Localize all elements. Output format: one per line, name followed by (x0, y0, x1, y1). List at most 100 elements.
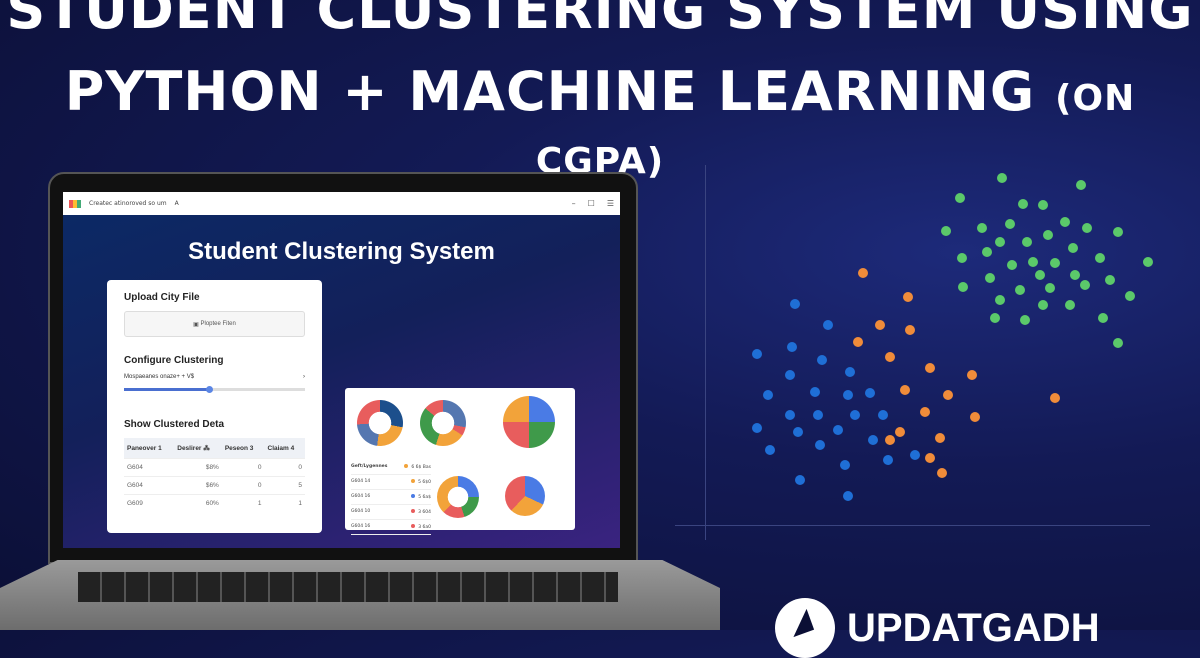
scatter-point-orange (905, 325, 915, 335)
scatter-point-green (1050, 258, 1060, 268)
headline-line-1: STUDENT CLUSTERING SYSTEM USING (6, 0, 1194, 41)
control-card: Upload City File ▣ Ploptee Fiten Configu… (107, 280, 322, 533)
config-option-label: Mospaeanes onaze+ + V$ (124, 374, 195, 380)
file-icon: ▣ (193, 321, 201, 328)
laptop-screen: Createc atinoroved so um A – ☐ ☰ Student… (63, 192, 620, 548)
cell: 0 (221, 476, 265, 495)
font-icon: A (174, 200, 179, 207)
brand-name: UPDATGADH (847, 605, 1100, 650)
scatter-point-green (957, 253, 967, 263)
scatter-point-green (1045, 283, 1055, 293)
scatter-point-blue (868, 435, 878, 445)
col-header: Paneover 1 (124, 438, 175, 459)
scatter-point-green (1038, 300, 1048, 310)
scatter-point-green (1015, 285, 1025, 295)
scatter-point-orange (885, 352, 895, 362)
scatter-point-green (990, 313, 1000, 323)
scatter-point-blue (878, 410, 888, 420)
scatter-point-blue (843, 390, 853, 400)
scatter-point-green (1035, 270, 1045, 280)
scatter-point-green (1098, 313, 1108, 323)
scatter-point-blue (795, 475, 805, 485)
scatter-point-green (982, 247, 992, 257)
headline-line-2: PYTHON + MACHINE LEARNING (ON CGPA) (0, 60, 1200, 186)
scatter-point-orange (1050, 393, 1060, 403)
scatter-point-green (1065, 300, 1075, 310)
scatter-point-green (1076, 180, 1086, 190)
scatter-x-axis (675, 525, 1150, 526)
app-title: Student Clustering System (188, 238, 495, 265)
scatter-point-blue (843, 491, 853, 501)
scatter-point-blue (865, 388, 875, 398)
scatter-point-green (1082, 223, 1092, 233)
scatter-point-blue (850, 410, 860, 420)
donut-chart (437, 476, 479, 518)
cell: 5 (264, 476, 305, 495)
scatter-point-green (1038, 200, 1048, 210)
cluster-slider[interactable] (124, 386, 305, 393)
cell: 0 (264, 458, 305, 477)
scatter-point-blue (840, 460, 850, 470)
scatter-point-orange (875, 320, 885, 330)
scatter-point-blue (823, 320, 833, 330)
scatter-point-green (1080, 280, 1090, 290)
scatter-point-orange (858, 268, 868, 278)
scatter-point-orange (853, 337, 863, 347)
app-logo-icon (69, 199, 81, 208)
scatter-point-orange (925, 453, 935, 463)
window-titlebar: Createc atinoroved so um A – ☐ ☰ (63, 192, 620, 215)
config-option[interactable]: Mospaeanes onaze+ + V$› (124, 374, 305, 380)
maximize-icon[interactable]: ☐ (587, 199, 595, 208)
donut-chart (357, 400, 403, 446)
scatter-point-green (1005, 219, 1015, 229)
upload-label: Ploptee Fiten (200, 321, 236, 327)
scatter-point-green (955, 193, 965, 203)
scatter-point-green (1113, 338, 1123, 348)
col-header: Claiam 4 (264, 438, 305, 459)
cell: $6% (174, 476, 222, 495)
upload-button[interactable]: ▣ Ploptee Fiten (124, 311, 305, 337)
cell: G604 (124, 458, 175, 477)
scatter-point-blue (813, 410, 823, 420)
scatter-point-green (1068, 243, 1078, 253)
keyboard (78, 572, 618, 602)
scatter-point-green (1125, 291, 1135, 301)
scatter-point-green (977, 223, 987, 233)
brand-logo-icon (775, 598, 835, 658)
scatter-point-orange (900, 385, 910, 395)
slider-knob[interactable] (206, 386, 214, 393)
scatter-point-green (1143, 257, 1153, 267)
upload-heading: Upload City File (124, 292, 200, 303)
scatter-point-green (1070, 270, 1080, 280)
window-title: Createc atinoroved so um (89, 200, 167, 207)
brand: UPDATGADH (775, 598, 1100, 658)
cell: 1 (221, 494, 265, 512)
cell: G609 (124, 494, 175, 512)
scatter-point-green (1022, 237, 1032, 247)
scatter-point-green (985, 273, 995, 283)
scatter-point-green (1028, 257, 1038, 267)
pie-chart (503, 396, 555, 448)
scatter-point-orange (920, 407, 930, 417)
pie-chart (505, 476, 545, 516)
scatter-point-green (958, 282, 968, 292)
cell: G604 (124, 476, 175, 495)
scatter-point-blue (810, 387, 820, 397)
col-header: Deslirer ⁂ (174, 438, 222, 459)
menu-icon[interactable]: ☰ (606, 199, 614, 208)
scatter-y-axis (705, 165, 706, 540)
scatter-point-blue (833, 425, 843, 435)
scatter-point-green (1018, 199, 1028, 209)
cell: 0 (221, 458, 265, 477)
minimize-icon[interactable]: – (571, 199, 576, 208)
scatter-point-orange (935, 433, 945, 443)
scatter-point-blue (763, 390, 773, 400)
scatter-point-green (1007, 260, 1017, 270)
cell: $8% (174, 458, 222, 477)
